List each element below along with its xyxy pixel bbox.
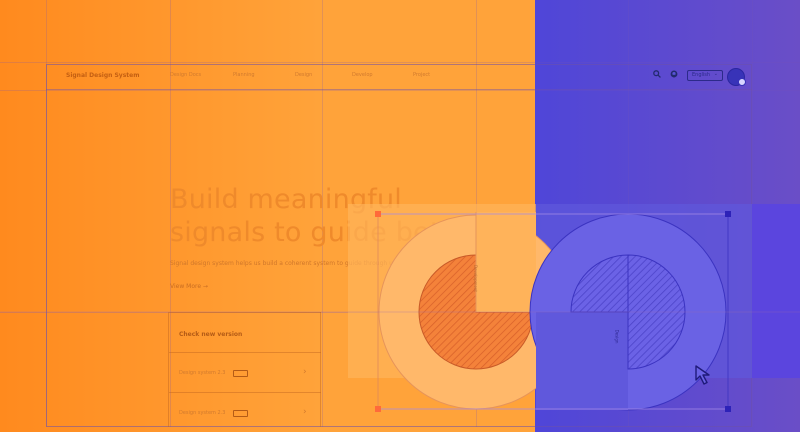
chevron-right-icon: › bbox=[303, 407, 307, 417]
version-item[interactable]: Design system 2.3 › bbox=[169, 352, 321, 392]
ring-left-notch bbox=[476, 212, 536, 312]
nav-item-design-docs[interactable]: Design Docs bbox=[170, 72, 202, 78]
grid-line bbox=[322, 0, 323, 427]
illustration-label-design: Design bbox=[614, 329, 620, 344]
version-tag bbox=[233, 410, 248, 417]
version-tag bbox=[233, 370, 248, 377]
nav-item-develop[interactable]: Develop bbox=[352, 72, 373, 78]
chevron-down-icon: ⌄ bbox=[713, 71, 718, 77]
hero-subtitle: Signal design system helps us build a co… bbox=[170, 260, 419, 267]
version-list-header: Check new version bbox=[169, 312, 321, 352]
chevron-right-icon: › bbox=[303, 367, 307, 377]
github-icon[interactable] bbox=[668, 70, 680, 82]
search-icon[interactable] bbox=[651, 70, 663, 82]
resize-handle-bottom-left[interactable] bbox=[375, 406, 381, 412]
version-item-label: Design system 2.3 bbox=[179, 370, 226, 376]
top-navbar: Signal Design System Design Docs Plannin… bbox=[46, 64, 752, 90]
nav-item-design[interactable]: Design bbox=[295, 72, 313, 78]
nav-item-project[interactable]: Project bbox=[413, 72, 431, 78]
language-select[interactable]: English ⌄ bbox=[687, 70, 723, 81]
cursor-pointer-icon bbox=[694, 364, 714, 390]
nav-item-planning[interactable]: Planning bbox=[233, 72, 255, 78]
brand-logo-text[interactable]: Signal Design System bbox=[66, 72, 140, 79]
shape-right-hatched-quarter bbox=[570, 254, 629, 313]
view-more-link[interactable]: View More → bbox=[170, 283, 208, 290]
language-label: English bbox=[692, 72, 711, 78]
version-list-title: Check new version bbox=[179, 331, 243, 338]
panel-edge bbox=[752, 204, 800, 378]
version-item[interactable]: Design system 2.3 › bbox=[169, 392, 321, 432]
illustration-label-development: Development bbox=[472, 265, 478, 292]
avatar-status-badge bbox=[738, 78, 746, 86]
grid-line bbox=[170, 0, 171, 427]
resize-handle-top-left[interactable] bbox=[375, 211, 381, 217]
ring-right-notch bbox=[536, 312, 628, 410]
version-list: Check new version Design system 2.3 › De… bbox=[168, 312, 321, 427]
grid-line bbox=[0, 90, 800, 91]
version-item-label: Design system 2.3 bbox=[179, 410, 226, 416]
resize-handle-bottom-right[interactable] bbox=[725, 406, 731, 412]
resize-handle-top-right[interactable] bbox=[725, 211, 731, 217]
grid-line bbox=[0, 62, 800, 63]
